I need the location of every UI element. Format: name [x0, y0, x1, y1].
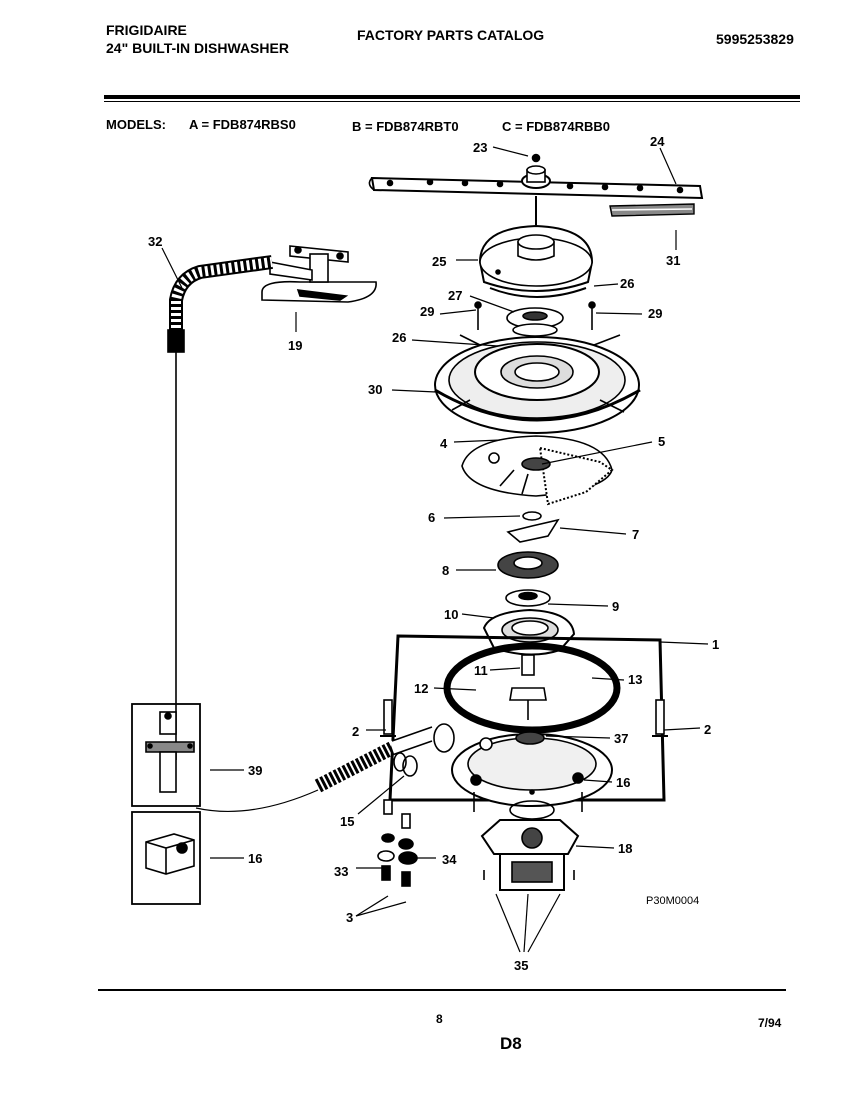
callout-25: 25	[432, 254, 446, 269]
callout-33: 33	[334, 864, 348, 879]
callout-35: 35	[514, 958, 528, 973]
header-rule-thick	[104, 95, 800, 99]
callout-18: 18	[618, 841, 632, 856]
fill-tube	[167, 255, 273, 760]
o-ring	[522, 511, 542, 521]
pump-seal	[497, 551, 559, 579]
filter-chopper-plate	[461, 435, 614, 506]
callout-13: 13	[628, 672, 642, 687]
motor-shaft-parts	[509, 654, 547, 720]
callout-19: 19	[288, 338, 302, 353]
model-c: C = FDB874RBB0	[502, 119, 611, 134]
callout-26-lower: 26	[392, 330, 406, 345]
footer-rule	[98, 989, 786, 991]
callout-29-left: 29	[420, 304, 434, 319]
revision-date: 7/94	[758, 1016, 782, 1030]
callout-27: 27	[448, 288, 462, 303]
mounting-screws	[377, 799, 418, 887]
model-a: A = FDB874RBS0	[189, 117, 296, 132]
section-code: D8	[500, 1034, 522, 1053]
callout-1: 1	[712, 637, 719, 652]
pump-base	[451, 731, 613, 807]
spray-arm-bracket	[261, 245, 377, 303]
callout-3: 3	[346, 910, 353, 925]
callout-11: 11	[474, 663, 488, 678]
callout-numbers: 23 24 31 25 26 27 29 29 26 30 4 5 6 7 8 …	[148, 134, 719, 973]
product-name: 24" BUILT-IN DISHWASHER	[106, 40, 289, 56]
upper-spray-arm	[368, 165, 704, 217]
callout-29-right: 29	[648, 306, 662, 321]
callout-32: 32	[148, 234, 162, 249]
frame-clips	[380, 699, 668, 737]
inset-box-16	[131, 811, 201, 905]
callout-2-left: 2	[352, 724, 359, 739]
models-label: MODELS:	[106, 117, 166, 132]
callout-12: 12	[414, 681, 428, 696]
leader-lines	[161, 146, 709, 953]
callout-30: 30	[368, 382, 382, 397]
callout-16-right: 16	[616, 775, 630, 790]
callout-6: 6	[428, 510, 435, 525]
tub-gasket	[443, 642, 621, 734]
callout-4: 4	[440, 436, 448, 451]
callout-10: 10	[444, 607, 458, 622]
model-b: B = FDB874RBT0	[352, 119, 459, 134]
callout-39: 39	[248, 763, 262, 778]
callout-34: 34	[442, 852, 457, 867]
callout-31: 31	[666, 253, 680, 268]
hub-washers	[474, 301, 596, 337]
sump-housing	[434, 334, 641, 434]
catalog-title: FACTORY PARTS CATALOG	[357, 27, 545, 43]
pump-motor	[473, 792, 583, 891]
callout-9: 9	[612, 599, 619, 614]
callout-23: 23	[473, 140, 487, 155]
figure-code: P30M0004	[646, 895, 699, 907]
pump-body	[482, 608, 576, 656]
brand-name: FRIGIDAIRE	[106, 22, 187, 38]
callout-24: 24	[650, 134, 665, 149]
callout-37: 37	[614, 731, 628, 746]
page-number: 8	[436, 1012, 443, 1026]
header-rule-thin	[104, 101, 800, 102]
callout-5: 5	[658, 434, 665, 449]
pump-plate	[505, 589, 551, 607]
catalog-part-number: 5995253829	[716, 31, 794, 47]
spray-arm-support	[478, 196, 594, 298]
callout-26-upper: 26	[620, 276, 634, 291]
callout-7: 7	[632, 527, 639, 542]
callout-2-right: 2	[704, 722, 711, 737]
callout-8: 8	[442, 563, 449, 578]
impeller	[506, 518, 560, 543]
callout-15: 15	[340, 814, 354, 829]
connecting-hose	[195, 789, 319, 812]
callout-16-inset: 16	[248, 851, 262, 866]
inset-box-39	[131, 703, 201, 807]
drain-hose	[314, 723, 455, 793]
spray-arm-cap	[531, 153, 541, 163]
